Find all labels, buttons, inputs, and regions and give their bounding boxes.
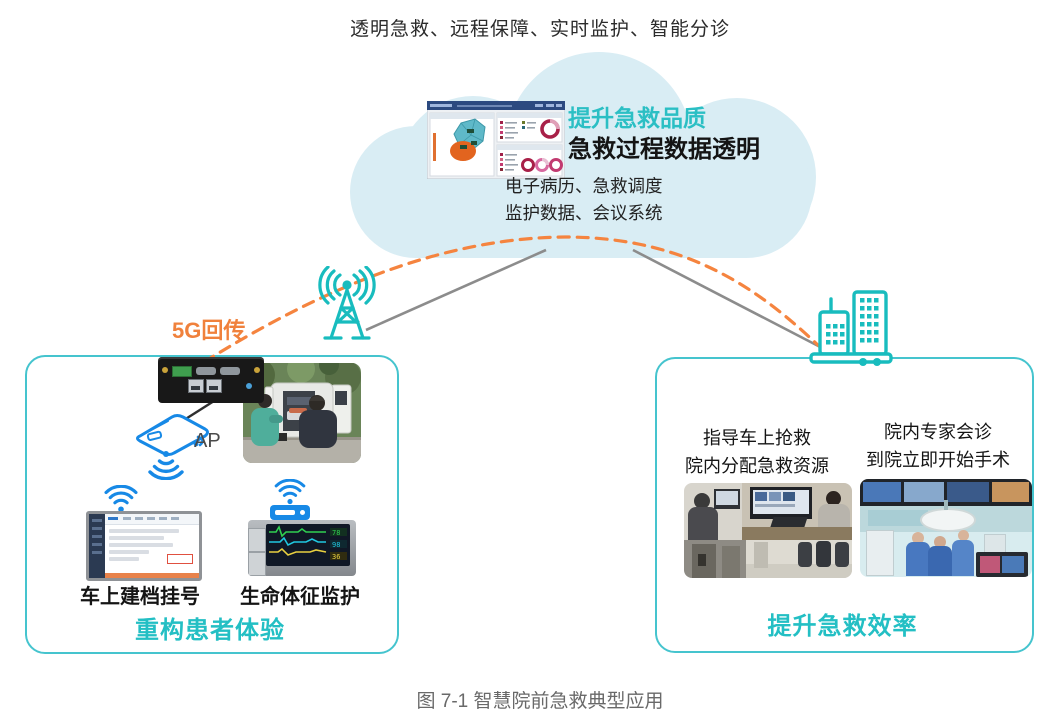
dashboard-screenshot <box>426 100 566 184</box>
svg-text:98: 98 <box>332 541 340 549</box>
operating-room-photo <box>860 479 1032 577</box>
5g-base-station-icon <box>318 266 376 340</box>
dispatch-center-photo <box>684 483 852 578</box>
wireless-module-icon <box>270 505 310 520</box>
5g-backhaul-label: 5G回传 <box>172 318 246 343</box>
cloud-detail-line-1: 电子病历、急救调度 <box>505 176 663 196</box>
svg-text:36: 36 <box>332 553 340 561</box>
wifi-icon-registration <box>104 485 138 513</box>
benefit-text-1: 指导车上抢救 院内分配急救资源 <box>667 424 847 480</box>
label-onboard-registration: 车上建档挂号 <box>80 586 200 608</box>
benefit1-line1: 指导车上抢救 <box>703 428 811 448</box>
benefit-text-2: 院内专家会诊 到院立即开始手术 <box>848 418 1028 474</box>
right-panel-title: 提升急救效率 <box>767 613 918 640</box>
vital-monitor-photo: 78 98 36 <box>248 520 356 576</box>
benefit1-line2: 院内分配急救资源 <box>685 456 829 476</box>
figure-caption: 图 7-1 智慧院前急救典型应用 <box>416 691 664 712</box>
svg-text:78: 78 <box>332 529 340 537</box>
ap-label: AP <box>194 430 221 452</box>
cloud-subtitle: 急救过程数据透明 <box>568 136 760 163</box>
ambulance-photo <box>243 363 361 463</box>
vehicle-gateway-router <box>158 357 264 403</box>
link-cloud-hospital <box>632 248 827 352</box>
benefit2-line1: 院内专家会诊 <box>884 422 992 442</box>
hospital-building-icon <box>809 290 893 366</box>
tagline-text: 透明急救、远程保障、实时监护、智能分诊 <box>349 19 731 40</box>
cloud-detail-line-2: 监护数据、会议系统 <box>505 203 663 223</box>
ap-wifi-waves-icon <box>148 451 184 480</box>
label-vital-monitoring: 生命体征监护 <box>240 586 360 608</box>
left-panel-title: 重构患者体验 <box>135 617 285 644</box>
wifi-icon-monitor <box>274 479 306 505</box>
benefit2-line2: 到院立即开始手术 <box>866 450 1010 470</box>
registration-screen-photo <box>86 511 202 581</box>
cloud-title: 提升急救品质 <box>568 105 706 131</box>
